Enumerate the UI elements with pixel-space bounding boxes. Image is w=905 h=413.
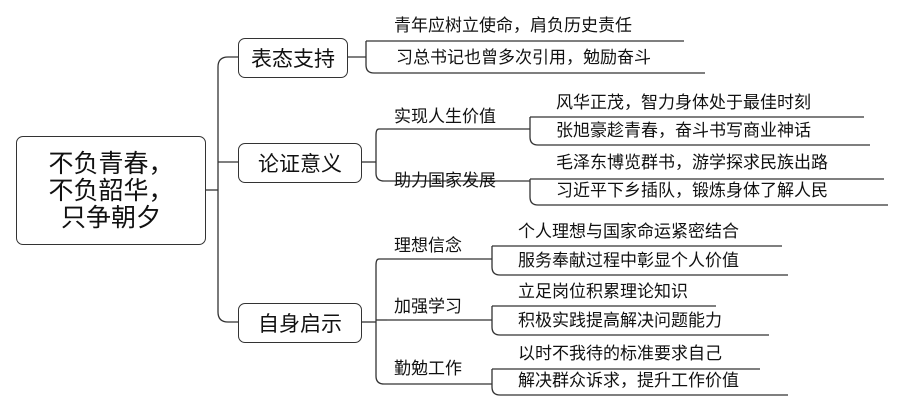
leaf-label: 个人理想与国家命运紧密结合	[518, 222, 739, 242]
leaf-label: 以时不我待的标准要求自己	[518, 344, 722, 364]
group-label: 勤勉工作	[394, 359, 462, 379]
group-label: 加强学习	[394, 297, 462, 317]
leaf-label: 习近平下乡插队，锻炼身体了解人民	[556, 181, 828, 201]
branch-label: 表态支持	[251, 47, 335, 71]
root-label: 不负青春， 不负韶华， 只争朝夕	[48, 149, 174, 232]
leaf-label: 解决群众诉求，提升工作价值	[518, 371, 739, 391]
branch-node-significance: 论证意义	[238, 143, 362, 183]
leaf-label: 毛泽东博览群书，游学探求民族出路	[556, 153, 828, 173]
leaf-label: 立足岗位积累理论知识	[518, 282, 688, 302]
leaf-label: 风华正茂，智力身体处于最佳时刻	[556, 93, 811, 113]
leaf-label: 服务奉献过程中彰显个人价值	[518, 251, 739, 271]
group-label: 理想信念	[394, 236, 462, 256]
leaf-label: 青年应树立使命，肩负历史责任	[394, 16, 632, 36]
group-label: 实现人生价值	[394, 107, 496, 127]
branch-node-support: 表态支持	[238, 38, 348, 78]
branch-label: 论证意义	[258, 152, 342, 176]
root-node: 不负青春， 不负韶华， 只争朝夕	[16, 136, 206, 245]
branch-node-inspiration: 自身启示	[238, 303, 362, 343]
leaf-label: 习总书记也曾多次引用，勉励奋斗	[396, 48, 651, 68]
leaf-label: 积极实践提高解决问题能力	[518, 311, 722, 331]
branch-label: 自身启示	[258, 312, 342, 336]
group-label: 助力国家发展	[394, 171, 496, 191]
leaf-label: 张旭豪趁青春，奋斗书写商业神话	[556, 121, 811, 141]
